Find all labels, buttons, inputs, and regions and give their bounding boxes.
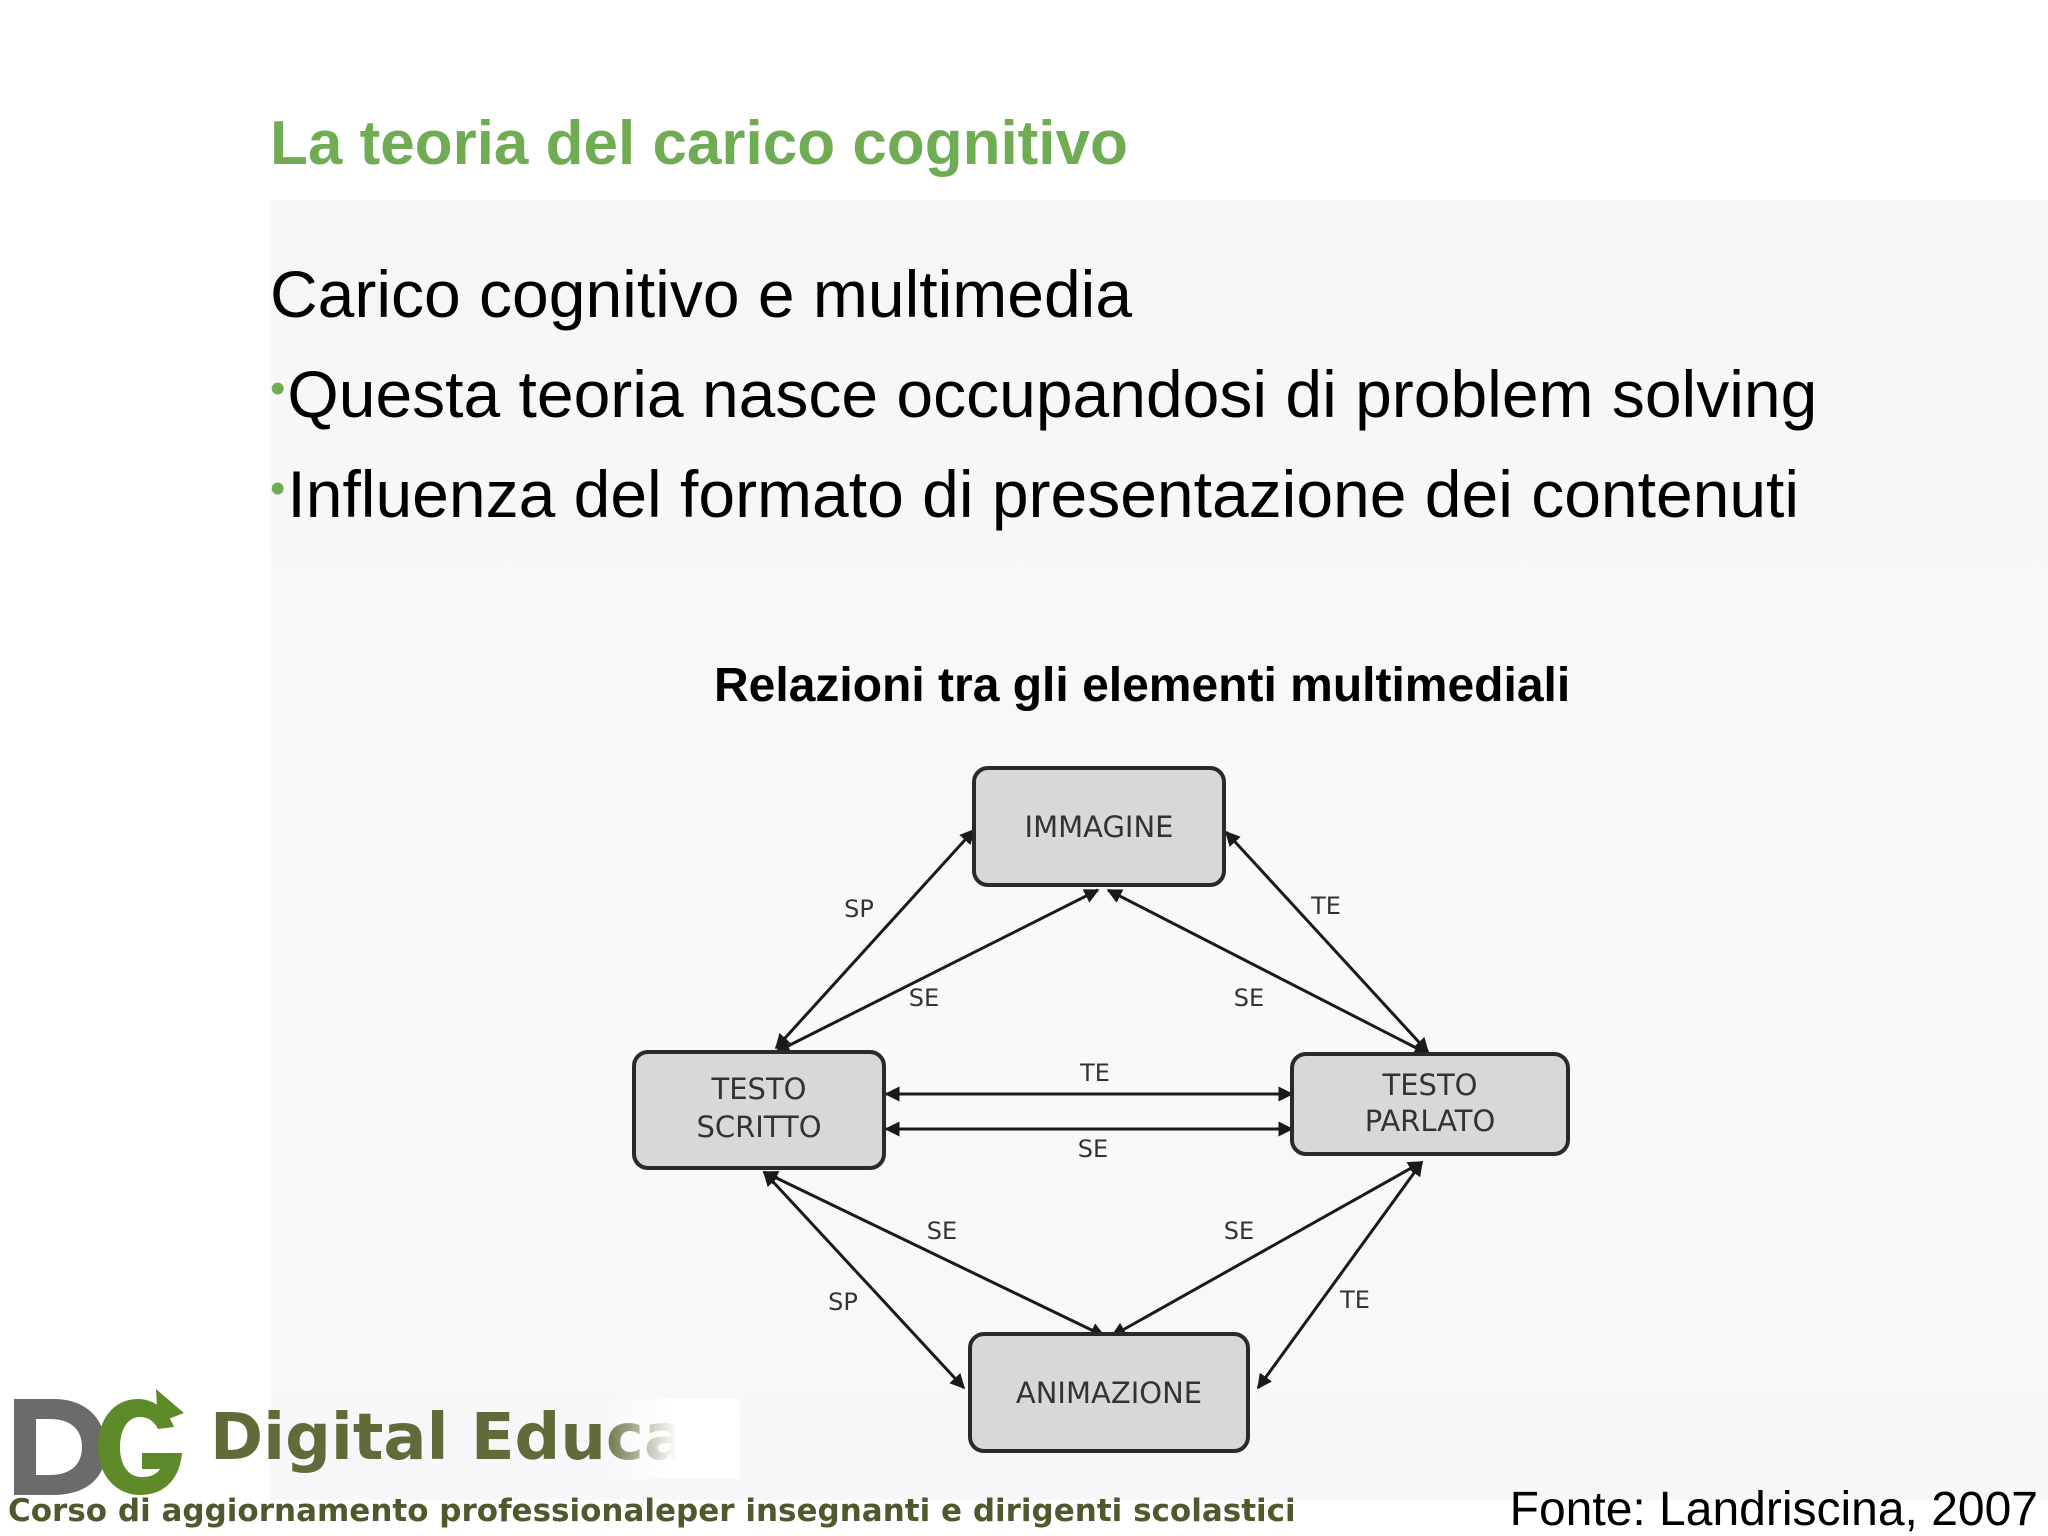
node-label: SCRITTO (696, 1110, 821, 1144)
node-label: TESTO (711, 1072, 807, 1106)
node-immagine: IMMAGINE (972, 766, 1226, 887)
edge-scritto-immagine-se (774, 888, 1100, 1054)
edge-scritto-animazione-se (762, 1170, 1106, 1338)
edge-parlato-animazione-se (1110, 1160, 1424, 1338)
node-label: PARLATO (1365, 1104, 1496, 1138)
edge-label: SE (1224, 1217, 1254, 1245)
edge-label: TE (1310, 892, 1341, 920)
bullet-item: •Questa teoria nasce occupandosi di prob… (270, 356, 1817, 432)
source-citation: Fonte: Landriscina, 2007 (1509, 1483, 2038, 1536)
edge-label: SE (927, 1217, 957, 1245)
node-label: ANIMAZIONE (1016, 1376, 1202, 1410)
bullet-dot-icon: • (270, 464, 286, 513)
edge-label: SE (1078, 1135, 1108, 1163)
bullet-text: Influenza del formato di presentazione d… (287, 457, 1800, 531)
edge-scritto-animazione-sp (762, 1170, 966, 1390)
bullet-item: •Influenza del formato di presentazione … (270, 456, 1799, 532)
node-testo-parlato: TESTO PARLATO (1290, 1052, 1570, 1156)
digital-education-logo: Digital Educa Corso di aggiornamento pro… (0, 1375, 1296, 1536)
edge-parlato-animazione-te (1256, 1160, 1424, 1390)
slide-title: La teoria del carico cognitivo (270, 109, 1128, 178)
logo-fade-overlay (600, 1399, 740, 1479)
bullet-text: Questa teoria nasce occupandosi di probl… (287, 357, 1818, 431)
edge-scritto-immagine-sp (774, 828, 976, 1050)
edge-label: SP (844, 895, 874, 923)
edge-parlato-immagine-se (1106, 888, 1430, 1056)
slide-subtitle: Carico cognitivo e multimedia (270, 257, 1133, 331)
edge-label: TE (1079, 1059, 1110, 1087)
edge-label: SE (909, 984, 939, 1012)
dg-logo-icon (14, 1389, 184, 1495)
node-label: TESTO (1382, 1068, 1478, 1102)
logo-tagline: Corso di aggiornamento professionaleper … (8, 1493, 1296, 1529)
node-testo-scritto: TESTO SCRITTO (632, 1050, 886, 1170)
node-animazione: ANIMAZIONE (968, 1332, 1250, 1453)
edge-parlato-immagine-te (1224, 830, 1430, 1054)
bullet-dot-icon: • (270, 364, 286, 413)
edge-label: SE (1234, 984, 1264, 1012)
edge-label: SP (828, 1288, 858, 1316)
node-label: IMMAGINE (1025, 810, 1174, 844)
figure-caption: Relazioni tra gli elementi multimediali (714, 659, 1571, 712)
edge-label: TE (1339, 1286, 1370, 1314)
